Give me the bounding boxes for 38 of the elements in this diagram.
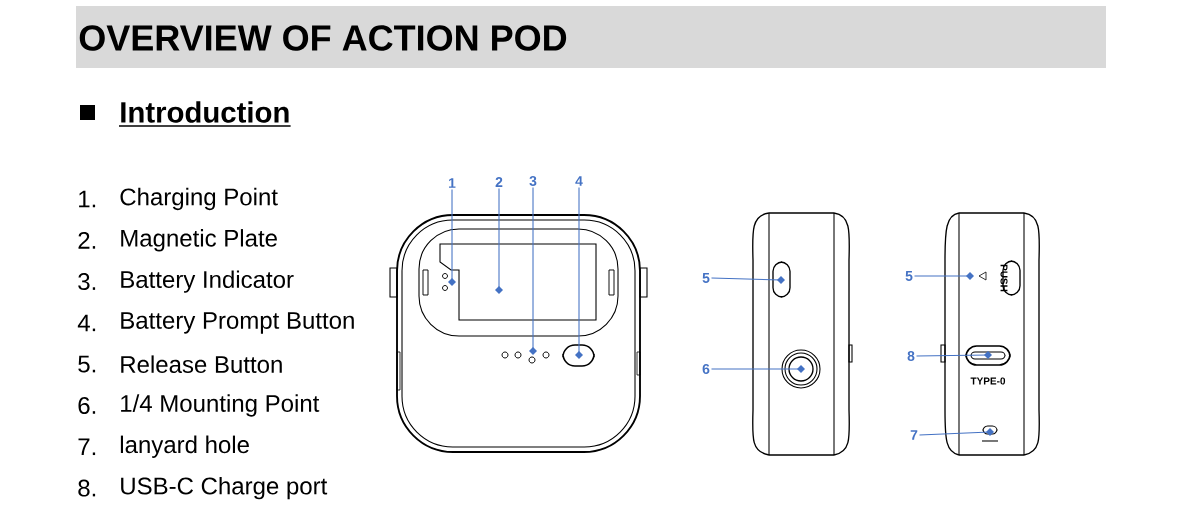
callout-number: 8: [907, 351, 915, 361]
device-marking: PUSH: [1000, 264, 1008, 292]
list-item: lanyard hole: [120, 435, 249, 458]
list-number: 6.: [78, 397, 96, 414]
leader-line: [913, 272, 974, 280]
callout-number: 5: [905, 271, 913, 281]
list-item: USB-C Charge port: [121, 476, 328, 500]
list-item: Release Button: [121, 355, 282, 373]
list-item: Magnetic Plate: [121, 229, 277, 252]
leader-line: [710, 365, 805, 373]
callout-number: 6: [702, 364, 710, 374]
list-item: 1/4 Mounting Point: [121, 394, 320, 417]
leader-line: [710, 276, 785, 284]
leader-line: [915, 351, 992, 359]
callout-number: 2: [495, 177, 503, 187]
callout-number: 7: [910, 430, 918, 440]
device-marking: TYPE-0: [970, 377, 1006, 385]
leader-line: [918, 428, 994, 436]
leader-line: [529, 187, 537, 355]
list-number: 2.: [78, 231, 96, 249]
list-number: 3.: [78, 273, 96, 291]
list-number: 5.: [78, 355, 96, 373]
callout-number: 5: [702, 273, 710, 283]
list-number: 1.: [79, 190, 96, 208]
leader-line: [575, 186, 583, 359]
list-item: Battery Indicator: [121, 270, 294, 293]
list-number: 4.: [77, 314, 96, 332]
section-heading: Introduction: [121, 101, 289, 123]
list-item: Battery Prompt Button: [121, 312, 354, 334]
list-item: Charging Point: [120, 187, 278, 211]
list-number: 7.: [78, 438, 96, 456]
list-number: 8.: [78, 479, 96, 497]
callout-number: 1: [449, 178, 456, 188]
callout-number: 4: [575, 176, 583, 186]
callout-number: 3: [529, 176, 537, 186]
leader-line: [448, 188, 456, 286]
title-band: OVERVIEW OF ACTION POD: [76, 6, 1106, 68]
leader-line: [495, 187, 503, 294]
